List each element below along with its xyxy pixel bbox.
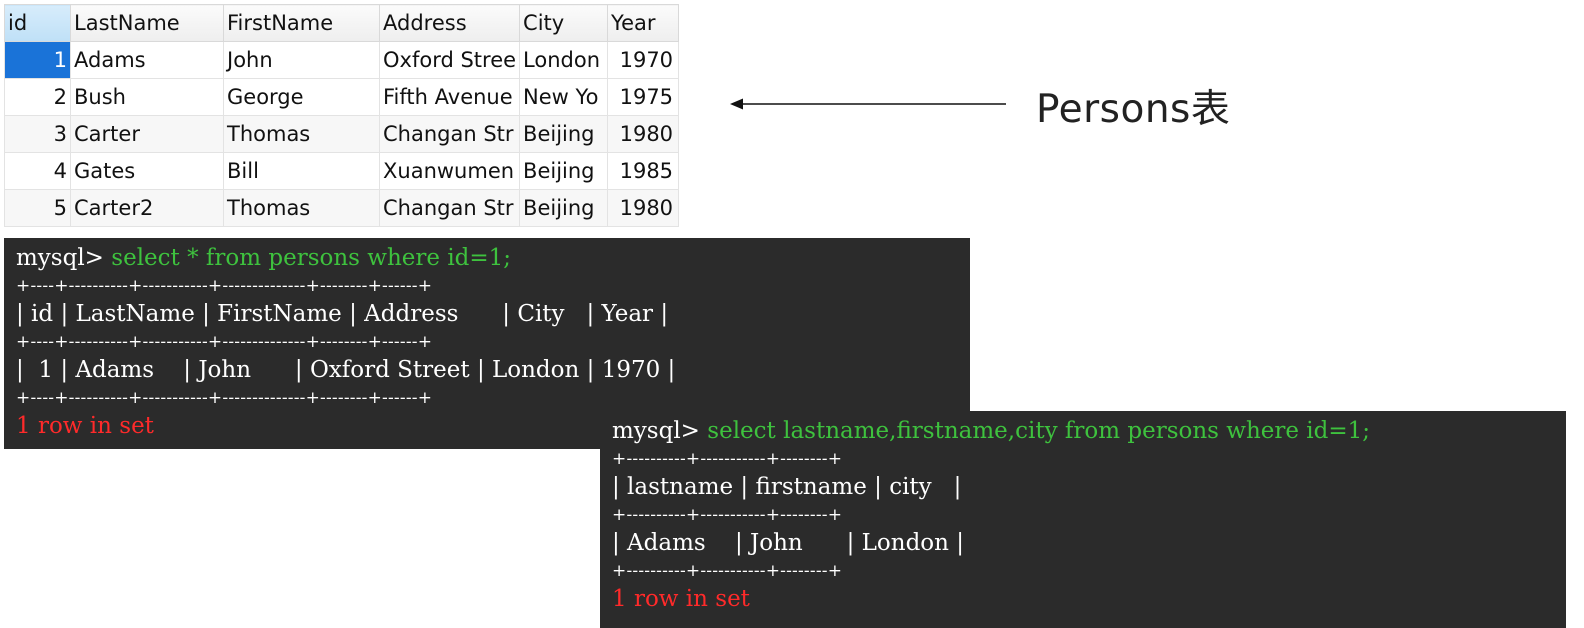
cell-year[interactable]: 1980 [607,189,680,227]
result-border: +----------+-----------+--------+ [612,505,843,525]
cell-city[interactable]: Beijing [519,115,609,153]
cell-id[interactable]: 2 [4,78,71,116]
cell-id[interactable]: 1 [4,41,71,79]
cell-address[interactable]: Xuanwumen [378,152,521,190]
cell-lastname[interactable]: Adams [70,41,224,79]
left-arrow-icon [730,98,1006,110]
cell-city[interactable]: Beijing [519,189,609,227]
cell-city[interactable]: New Yo [519,78,609,116]
cell-firstname[interactable]: Thomas [223,115,380,153]
result-border: +----------+-----------+--------+ [612,449,843,469]
column-header-year[interactable]: Year [607,4,680,42]
mysql-terminal-select-columns: mysql> select lastname,firstname,city fr… [600,411,1566,628]
result-border: +----+----------+-----------+-----------… [16,276,433,296]
cell-lastname[interactable]: Carter [70,115,224,153]
cell-city[interactable]: London [519,41,609,79]
column-header-id[interactable]: id [4,4,71,42]
command-line: mysql> select * from persons where id=1; [16,244,970,272]
cell-year[interactable]: 1975 [607,78,680,116]
row-count-message: 1 row in set [16,413,154,439]
cell-lastname[interactable]: Gates [70,152,224,190]
cell-id[interactable]: 3 [4,115,71,153]
result-border: +----+----------+-----------+-----------… [16,388,433,408]
persons-grid: id LastName FirstName Address City Year … [4,4,680,227]
cell-year[interactable]: 1985 [607,152,680,190]
cell-firstname[interactable]: George [223,78,380,116]
cell-firstname[interactable]: Thomas [223,189,380,227]
command-line: mysql> select lastname,firstname,city fr… [612,417,1566,445]
result-border: +----------+-----------+--------+ [612,561,843,581]
cell-firstname[interactable]: Bill [223,152,380,190]
table-row[interactable]: 3 Carter Thomas Changan Str Beijing 1980 [4,115,680,153]
column-header-lastname[interactable]: LastName [70,4,224,42]
sql-command: select lastname,firstname,city from pers… [707,418,1371,444]
grid-header-row: id LastName FirstName Address City Year [4,4,680,42]
row-count-message: 1 row in set [612,586,750,612]
cell-address[interactable]: Changan Str [378,115,521,153]
table-row[interactable]: 5 Carter2 Thomas Changan Str Beijing 198… [4,189,680,227]
cell-id[interactable]: 4 [4,152,71,190]
cell-address[interactable]: Oxford Stree [378,41,521,79]
mysql-prompt: mysql> [16,245,112,271]
cell-firstname[interactable]: John [223,41,380,79]
persons-table-label: Persons表 [1036,87,1231,132]
result-data-row: | Adams | John | London | [612,530,965,556]
cell-year[interactable]: 1980 [607,115,680,153]
cell-year[interactable]: 1970 [607,41,680,79]
cell-lastname[interactable]: Carter2 [70,189,224,227]
result-border: +----+----------+-----------+-----------… [16,332,433,352]
column-header-address[interactable]: Address [378,4,521,42]
table-row[interactable]: 2 Bush George Fifth Avenue New Yo 1975 [4,78,680,116]
result-header-row: | lastname | firstname | city | [612,474,962,500]
cell-address[interactable]: Fifth Avenue [378,78,521,116]
table-row[interactable]: 4 Gates Bill Xuanwumen Beijing 1985 [4,152,680,190]
column-header-city[interactable]: City [519,4,609,42]
table-row[interactable]: 1 Adams John Oxford Stree London 1970 [4,41,680,79]
sql-command: select * from persons where id=1; [111,245,512,271]
cell-address[interactable]: Changan Str [378,189,521,227]
cell-id[interactable]: 5 [4,189,71,227]
cell-lastname[interactable]: Bush [70,78,224,116]
mysql-prompt: mysql> [612,418,708,444]
result-header-row: | id | LastName | FirstName | Address | … [16,301,669,327]
cell-city[interactable]: Beijing [519,152,609,190]
column-header-firstname[interactable]: FirstName [223,4,380,42]
result-data-row: | 1 | Adams | John | Oxford Street | Lon… [16,357,676,383]
